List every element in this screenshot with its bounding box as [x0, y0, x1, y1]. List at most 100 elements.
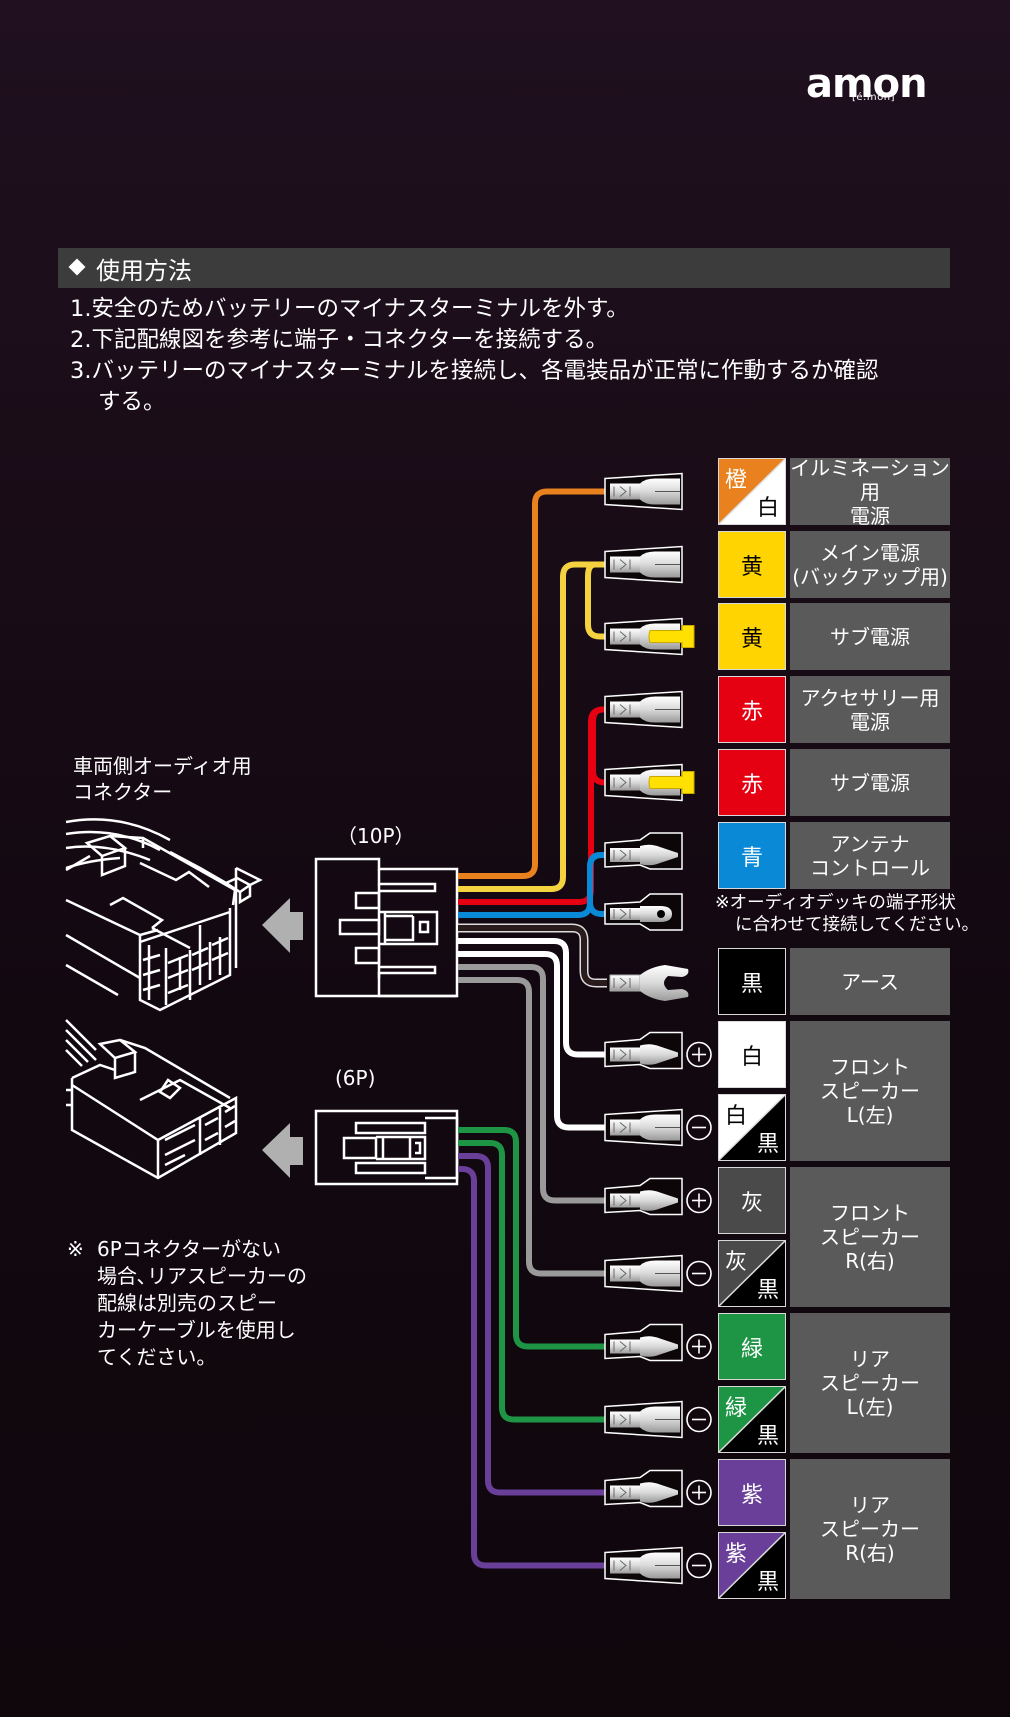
vehicle-connector-label-line1: 車両側オーディオ用 — [73, 754, 252, 778]
wire-color-label: 白 — [740, 1044, 763, 1070]
connector-6p-label: (6P) — [335, 1066, 376, 1090]
terminal-green — [604, 1323, 712, 1362]
wire-color-label: 緑 — [740, 1336, 763, 1362]
wire-function-label: アンテナコントロール — [790, 822, 950, 889]
terminal-orange — [604, 472, 683, 511]
terminal-gray-black — [604, 1254, 712, 1293]
terminal-red-acc — [604, 690, 683, 729]
logo-pronunciation: [é:mon] — [852, 92, 896, 103]
wire-stripe-label: 黒 — [756, 1424, 779, 1449]
wire-color-swatch: 紫 — [718, 1459, 786, 1526]
terminal-black-fork — [609, 965, 689, 1001]
wire-orange — [458, 488, 607, 879]
wire-color-swatch: 黄 — [718, 603, 786, 670]
note-6p: ※ 6Pコネクターがない 場合､リアスピーカーの 配線は別売のスピー カーケーブ… — [67, 1236, 307, 1371]
wire-gray — [458, 964, 607, 1204]
minus-icon — [686, 1114, 712, 1141]
wire-white — [458, 938, 607, 1058]
wire-yellow — [458, 561, 607, 892]
wire-color-swatch: 赤 — [718, 676, 786, 743]
note-6p-line: 6Pコネクターがない — [97, 1237, 281, 1261]
wire-function-label: アクセサリー用電源 — [790, 676, 950, 743]
wire-color-label: 緑 — [725, 1396, 748, 1421]
logo-wordmark: amon — [806, 61, 928, 107]
wire-color-label: 紫 — [740, 1482, 763, 1508]
note-6p-line: カーケーブルを使用し — [97, 1318, 296, 1342]
wire-color-label: 黄 — [740, 554, 763, 580]
wire-color-label: 赤 — [740, 772, 763, 798]
instruction-steps: 1.安全のためバッテリーのマイナスターミナルを外す。 2.下記配線図を参考に端子… — [70, 294, 960, 418]
terminal-purple — [604, 1469, 712, 1508]
connector-10p-label: （10P） — [337, 824, 415, 848]
wire-function-label: メイン電源(バックアップ用) — [790, 531, 950, 598]
terminal-yellow-main — [604, 545, 683, 584]
wire-color-swatch: 黒 — [718, 948, 786, 1015]
wire-red-branch — [590, 706, 608, 786]
note-terminal-shape: ※オーディオデッキの端子形状 に合わせて接続してください。 — [715, 892, 979, 936]
terminal-yellow-sub — [604, 617, 695, 656]
wire-function-label: サブ電源 — [790, 749, 950, 816]
plus-icon — [686, 1041, 712, 1068]
wire-color-swatch: 白黒 — [718, 1094, 786, 1161]
terminal-red-sub — [604, 763, 695, 802]
wire-function-label: サブ電源 — [790, 603, 950, 670]
wire-green — [458, 1127, 607, 1350]
wire-color-swatch: 緑 — [718, 1313, 786, 1380]
wire-color-label: 灰 — [740, 1190, 763, 1216]
minus-icon — [686, 1552, 712, 1579]
wire-color-swatch: 緑黒 — [718, 1386, 786, 1453]
terminal-purple-black — [604, 1546, 712, 1585]
terminal-white — [604, 1031, 712, 1070]
terminal-blue-male — [604, 832, 683, 870]
harness-10p-connector — [314, 857, 459, 998]
wire-purple-black — [458, 1166, 607, 1569]
step-2: 2.下記配線図を参考に端子・コネクターを接続する。 — [70, 327, 609, 353]
note-terminal-line: ※オーディオデッキの端子形状 — [715, 893, 956, 913]
note-6p-line: てください。 — [97, 1345, 217, 1369]
terminal-green-black — [604, 1400, 712, 1439]
wire-black — [458, 925, 607, 986]
plus-icon — [686, 1479, 712, 1506]
wire-color-label: 青 — [740, 845, 763, 871]
wire-color-swatch: 赤 — [718, 749, 786, 816]
section-header: 使用方法 — [58, 248, 950, 288]
minus-icon — [686, 1260, 712, 1287]
section-title: 使用方法 — [96, 256, 192, 285]
wire-color-label: 黄 — [740, 626, 763, 652]
wire-purple — [458, 1153, 607, 1496]
wire-color-swatch: 灰黒 — [718, 1240, 786, 1307]
wire-color-label: 黒 — [740, 971, 763, 997]
vehicle-connector-label-line2: コネクター — [73, 780, 173, 804]
wire-color-label: 灰 — [725, 1250, 748, 1275]
note-terminal-line: に合わせて接続してください。 — [735, 915, 979, 935]
vehicle-connector-label: 車両側オーディオ用 コネクター — [73, 753, 252, 805]
arrow-left-icon — [262, 1123, 303, 1178]
step-3-continued: する。 — [98, 389, 166, 415]
harness-6p-connector — [314, 1109, 459, 1186]
wire-function-label: アース — [790, 948, 950, 1015]
wire-color-label: 紫 — [725, 1542, 748, 1567]
wire-color-swatch: 紫黒 — [718, 1532, 786, 1599]
wire-green-black — [458, 1140, 607, 1423]
wire-stripe-label: 黒 — [756, 1570, 779, 1595]
wire-color-label: 橙 — [725, 468, 748, 493]
wire-gray-black — [458, 977, 607, 1277]
wires — [458, 488, 608, 1569]
wire-color-swatch: 白 — [718, 1021, 786, 1088]
vehicle-10p-connector-illustration — [65, 818, 263, 1012]
arrow-left-icon — [262, 898, 303, 953]
wire-yellow-branch — [585, 561, 607, 640]
wire-function-label: イルミネーション用電源 — [790, 455, 950, 528]
wire-color-label: 赤 — [740, 699, 763, 725]
note-6p-line: 場合､リアスピーカーの — [97, 1264, 307, 1288]
vehicle-6p-connector-illustration — [65, 1019, 238, 1180]
note-6p-line: 配線は別売のスピー — [97, 1291, 277, 1315]
terminal-blue-ring — [604, 893, 683, 931]
minus-icon — [686, 1406, 712, 1433]
wire-color-swatch: 青 — [718, 822, 786, 889]
